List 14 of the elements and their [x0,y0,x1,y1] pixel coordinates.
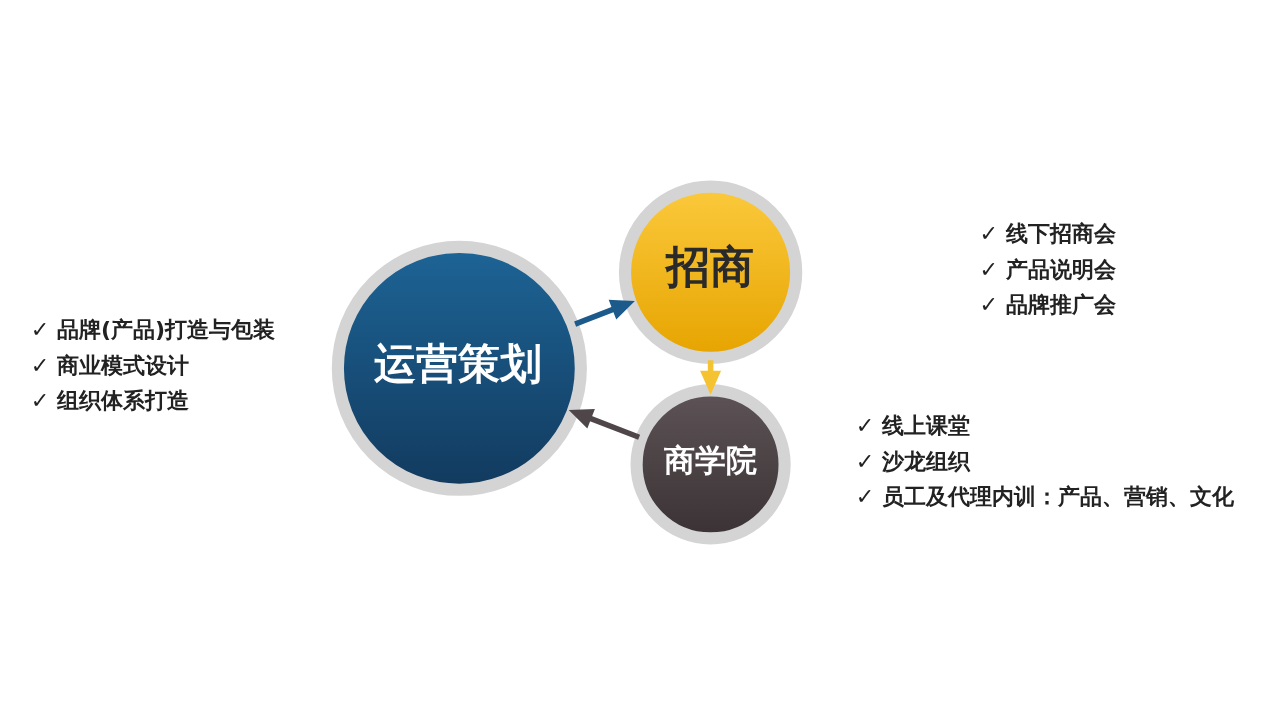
node-label: ✓ 品牌推广会 [979,291,1116,317]
arrow [568,408,641,440]
node-circle: 运营策划 [331,240,587,496]
node-label: ✓ 员工及代理内训：产品、营销、文化 [855,483,1235,509]
node-label: ✓ 商业模式设计 [30,352,190,378]
node-label: ✓ 线上课堂 [855,412,971,438]
node-circle: 商学院 [630,383,791,544]
node-label: ✓ 线下招商会 [979,220,1116,246]
arrow [574,299,635,327]
node-circle: 招商 [618,180,803,364]
node-label: ✓ 组织体系打造 [30,387,190,413]
node-label: ✓ 产品说明会 [979,256,1116,282]
node-label: ✓ 沙龙组织 [855,448,971,474]
node-label: ✓ 品牌(产品)打造与包装 [30,316,276,342]
